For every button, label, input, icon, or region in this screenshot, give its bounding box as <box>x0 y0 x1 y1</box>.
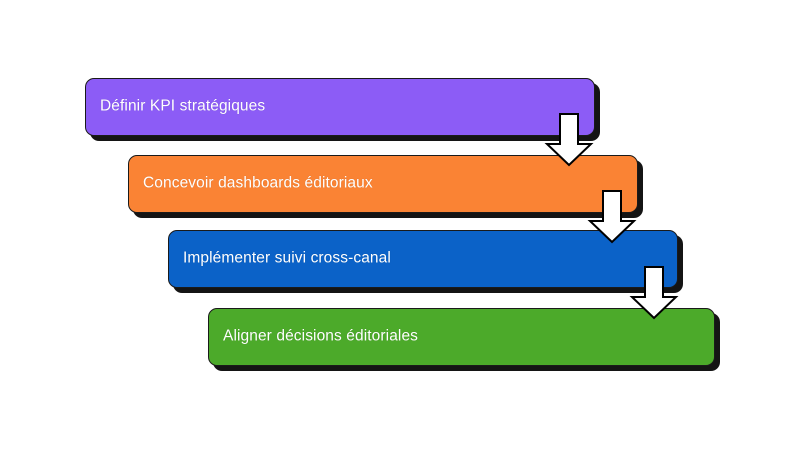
process-step-3-label: Implémenter suivi cross-canal <box>183 249 391 267</box>
process-step-4-label: Aligner décisions éditoriales <box>223 327 419 345</box>
process-step-1-label: Définir KPI stratégiques <box>100 97 266 115</box>
process-step-1[interactable]: Définir KPI stratégiques <box>85 78 595 136</box>
process-step-2[interactable]: Concevoir dashboards éditoriaux <box>128 155 638 213</box>
process-step-2-label: Concevoir dashboards éditoriaux <box>143 174 373 192</box>
process-step-3[interactable]: Implémenter suivi cross-canal <box>168 230 678 288</box>
process-step-4[interactable]: Aligner décisions éditoriales <box>208 308 715 366</box>
